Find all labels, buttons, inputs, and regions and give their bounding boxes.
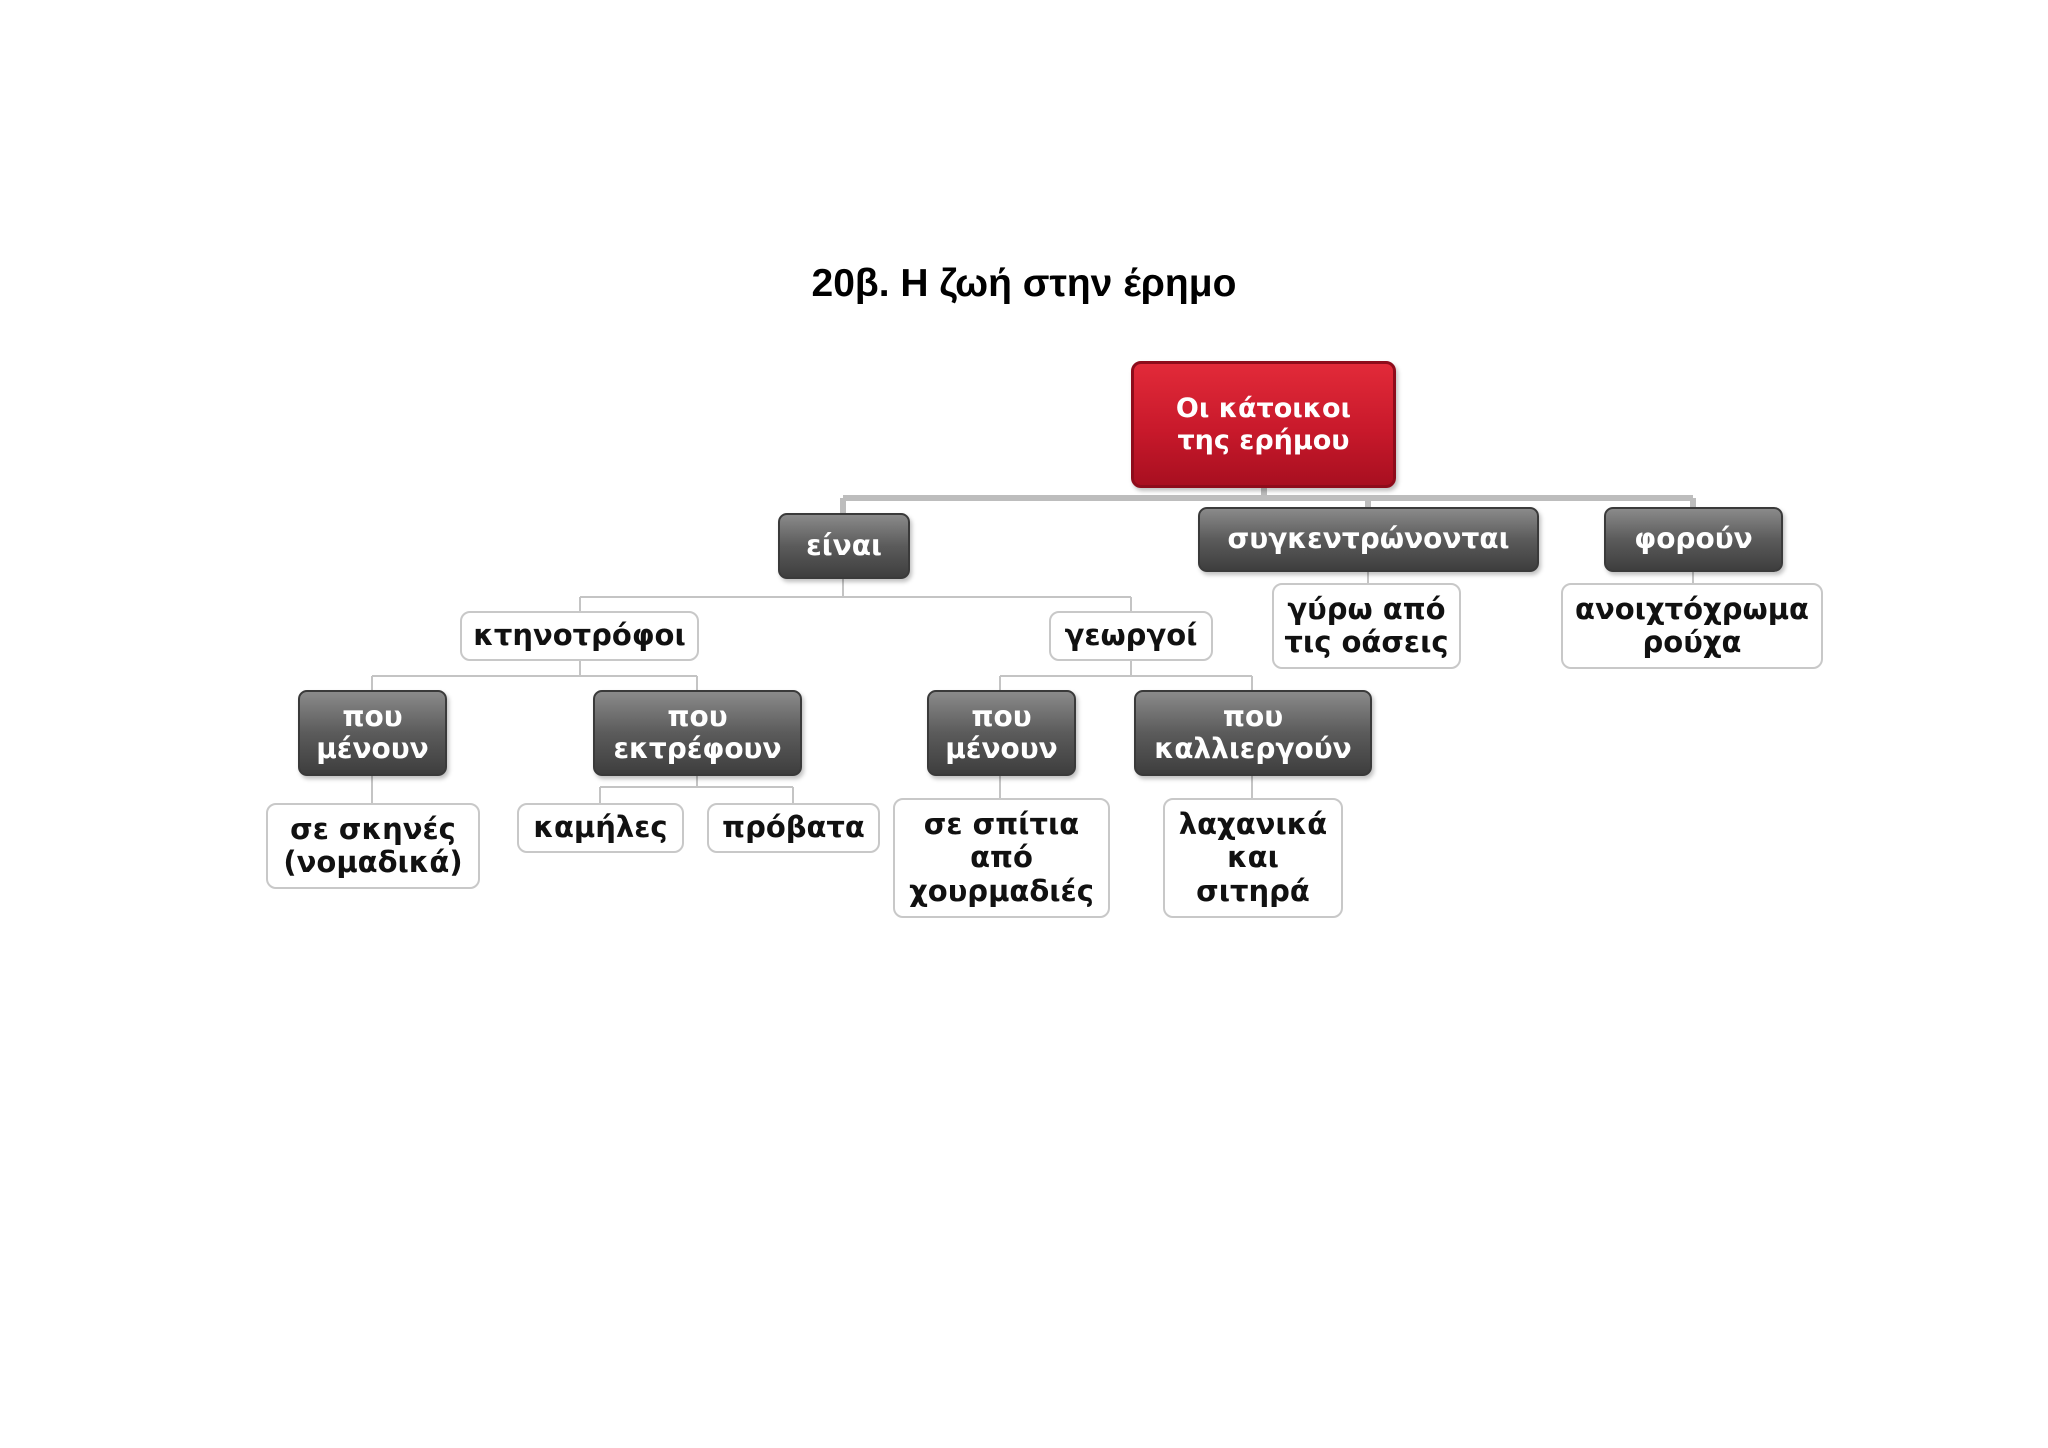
relation-node-sygkentronontai: συγκεντρώνονται — [1198, 507, 1539, 572]
concept-node-se-skines: σε σκηνές (νομαδικά) — [266, 803, 480, 889]
concept-node-laxanika: λαχανικά και σιτηρά — [1163, 798, 1343, 918]
concept-node-se-spitia: σε σπίτια από χουρμαδιές — [893, 798, 1110, 918]
root-node: Οι κάτοικοι της ερήμου — [1131, 361, 1396, 488]
concept-node-georgoi: γεωργοί — [1049, 611, 1213, 661]
relation-node-pou-ektrefoun: που εκτρέφουν — [593, 690, 802, 776]
relation-node-pou-menoun-2: που μένουν — [927, 690, 1076, 776]
relation-node-pou-kalliergoun: που καλλιεργούν — [1134, 690, 1372, 776]
concept-node-kamiles: καμήλες — [517, 803, 684, 853]
concept-node-provata: πρόβατα — [707, 803, 880, 853]
child-connectors — [371, 570, 1694, 803]
concept-node-anoixtoxroma-rouxa: ανοιχτόχρωμα ρούχα — [1561, 583, 1823, 669]
relation-node-pou-menoun-1: που μένουν — [298, 690, 447, 776]
relation-node-einai: είναι — [778, 513, 910, 579]
relation-node-foroun: φορούν — [1604, 507, 1783, 572]
concept-node-gyro-apo-oaseis: γύρω από τις οάσεις — [1272, 583, 1461, 669]
page-title: 20β. Η ζωή στην έρημο — [811, 262, 1237, 305]
concept-node-ktinotrofoi: κτηνοτρόφοι — [460, 611, 699, 661]
